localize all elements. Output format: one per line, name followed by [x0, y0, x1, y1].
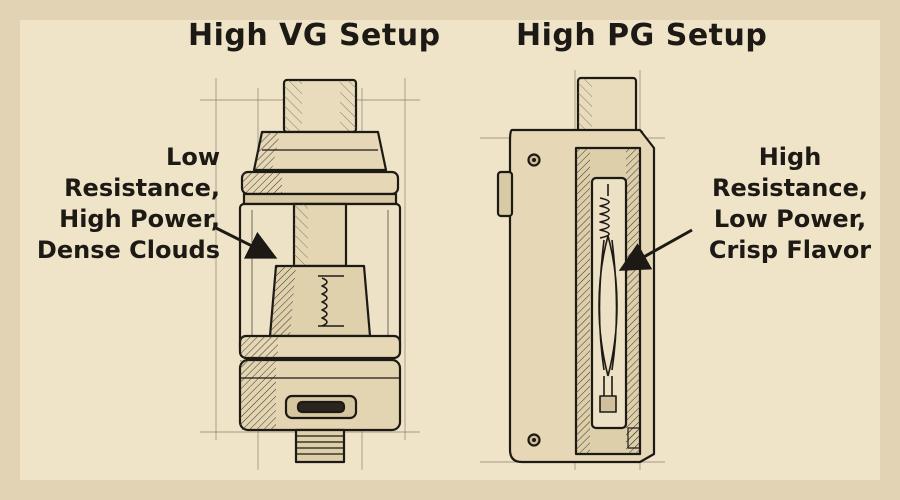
top-cap: [252, 130, 388, 172]
coil-winding: [318, 275, 344, 327]
vg-arrow: [215, 226, 278, 259]
vg-title: High VG Setup: [188, 18, 441, 53]
pg-annotation: High Resistance, Low Power, Crisp Flavor: [690, 142, 890, 266]
pg-annotation-line: Resistance,: [712, 174, 868, 202]
pg-annotation-line: Low Power,: [713, 205, 867, 233]
threaded-connector: [294, 428, 346, 464]
vg-annotation-line: High Power,: [59, 205, 220, 233]
vg-annotation-line: Resistance,: [64, 174, 220, 202]
vg-tank-drawing: [200, 78, 420, 470]
side-button: [496, 170, 514, 218]
pg-arrow: [618, 228, 693, 271]
pg-annotation-line: Crisp Flavor: [708, 236, 872, 264]
pod-coil: [598, 184, 618, 413]
vg-annotation-line: Dense Clouds: [36, 236, 220, 264]
pg-title: High PG Setup: [516, 18, 768, 53]
pg-pod-drawing: [480, 70, 665, 470]
vg-annotation-line: Low: [166, 143, 220, 171]
pg-annotation-line: High: [758, 143, 822, 171]
vg-annotation: Low Resistance, High Power, Dense Clouds: [30, 142, 220, 266]
